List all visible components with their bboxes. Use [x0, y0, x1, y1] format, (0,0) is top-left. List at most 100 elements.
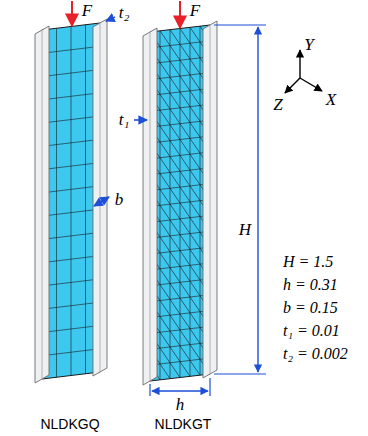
label-anchor: t₁ [119, 111, 130, 130]
web-plate [150, 25, 210, 381]
mesh-line [42, 302, 100, 309]
mesh-line [56, 28, 57, 377]
mesh-line [160, 174, 170, 189]
mesh-line [190, 218, 200, 233]
mesh-line [180, 362, 190, 377]
mesh-line [160, 142, 170, 157]
mesh-line [170, 188, 180, 203]
mesh-line [160, 221, 170, 236]
parameter-value: t₁ = 0.01 [283, 322, 340, 339]
mesh-line [42, 186, 100, 193]
label-anchor: H = 1.5 [283, 253, 333, 271]
dimension-label: H [239, 220, 251, 239]
element-name: NLDKGQ [40, 416, 99, 432]
label-anchor: Y [304, 36, 313, 55]
mesh-line [190, 249, 200, 264]
mesh-line [42, 163, 100, 170]
mesh-line [180, 314, 190, 329]
mesh-line [42, 70, 100, 77]
mesh-line [42, 93, 100, 100]
axis-arrow [300, 78, 322, 91]
flange-midline [42, 30, 43, 379]
force-arrow [179, 1, 181, 28]
force-label: F [190, 1, 200, 20]
extension-line [149, 384, 150, 396]
mesh-line [71, 27, 72, 376]
height-arrow [257, 27, 258, 372]
mesh-line [170, 61, 180, 76]
mesh-line [42, 232, 100, 239]
mesh-line [160, 253, 170, 268]
mesh-line [190, 91, 200, 106]
axis-arrow [285, 78, 300, 93]
label-anchor: b = 0.15 [283, 299, 338, 317]
mesh-line [170, 236, 180, 251]
mesh-line [42, 279, 100, 286]
mesh-line [160, 332, 170, 347]
axis-label: Y [304, 35, 313, 54]
mesh-line [180, 298, 190, 313]
mesh-line [160, 110, 170, 125]
mesh-line [190, 123, 200, 138]
mesh-line [190, 297, 200, 312]
mesh-line [160, 269, 170, 284]
mesh-line [170, 30, 180, 45]
parameter-value: H = 1.5 [283, 253, 333, 270]
mesh-line [190, 313, 200, 328]
mesh-line [180, 282, 190, 297]
mesh-line [190, 154, 200, 169]
mesh-line [180, 171, 190, 186]
mesh-line [170, 46, 180, 61]
mesh-line [170, 331, 180, 346]
flange-plate [143, 28, 157, 385]
mesh-line [180, 29, 190, 44]
mesh-line [170, 252, 180, 267]
mesh-line [190, 138, 200, 153]
mesh-line [160, 237, 170, 252]
width-arrow [94, 197, 109, 206]
mesh-line [180, 235, 190, 250]
mesh-line [160, 158, 170, 173]
dimension-label: b [115, 190, 124, 209]
mesh-line [160, 47, 170, 62]
label-anchor: H [239, 221, 251, 240]
mesh-line [160, 189, 170, 204]
axis-label: Z [273, 95, 282, 114]
beam-model [143, 21, 217, 385]
extension-line [209, 378, 210, 396]
mesh-line [190, 59, 200, 74]
mesh-line [160, 205, 170, 220]
element-name: NLDKGT [155, 416, 212, 432]
mesh-line [190, 345, 200, 360]
mesh-line [160, 301, 170, 316]
mesh-line [85, 25, 86, 374]
web-plate [42, 23, 100, 379]
mesh-line [42, 116, 100, 123]
mesh-line [180, 346, 190, 361]
mesh-line [180, 124, 190, 139]
mesh-line [42, 325, 100, 332]
mesh-line [42, 46, 100, 53]
mesh-line [180, 219, 190, 234]
mesh-line [190, 75, 200, 90]
flange-plate [35, 26, 49, 383]
mesh-line [160, 31, 170, 46]
mesh-line [42, 349, 100, 356]
mesh-line [160, 78, 170, 93]
extension-line [214, 373, 266, 374]
mesh-line [170, 157, 180, 172]
mesh-line [180, 330, 190, 345]
mesh-line [180, 203, 190, 218]
label-anchor: b [115, 191, 124, 210]
mesh-line [160, 126, 170, 141]
mesh-line [170, 141, 180, 156]
mesh-line [170, 347, 180, 362]
mesh-line [170, 220, 180, 235]
mesh-line [160, 94, 170, 109]
flange-midline [210, 25, 211, 374]
parameter-value: b = 0.15 [283, 299, 338, 316]
flange-plate [203, 21, 217, 378]
mesh-line [190, 43, 200, 58]
mesh-line [190, 265, 200, 280]
